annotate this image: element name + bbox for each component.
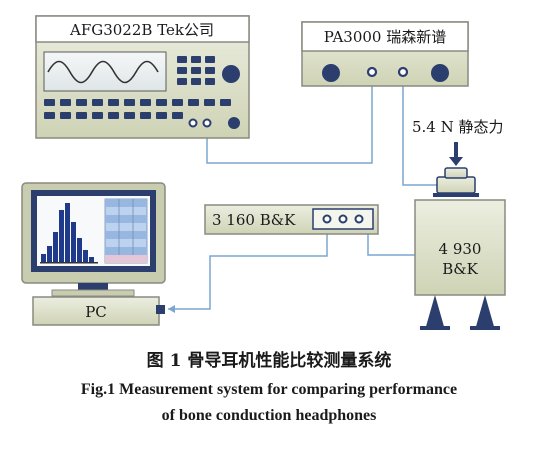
bk3160-device: 3 160 B&K xyxy=(204,204,379,235)
pa-device: PA3000 瑞森新谱 xyxy=(301,21,469,87)
bk4930-foot-right xyxy=(475,295,495,330)
afg-screen xyxy=(43,51,167,92)
shaker-transducer xyxy=(433,167,479,197)
afg-output-port-1 xyxy=(188,118,198,128)
afg-device: AFG3022B Tek公司 xyxy=(35,15,250,139)
histogram-icon xyxy=(40,203,98,264)
bk3160-port-3 xyxy=(354,214,364,224)
pa-label: PA3000 瑞森新谱 xyxy=(324,28,447,46)
pc-monitor xyxy=(21,182,166,297)
sine-wave-icon xyxy=(47,60,159,84)
afg-output-port-2 xyxy=(202,118,212,128)
afg-buttons xyxy=(44,99,231,119)
figure-caption-english-line2: of bone conduction headphones xyxy=(161,407,377,424)
bk4930-label-line2: B&K xyxy=(442,260,478,278)
afg-output-knob-icon xyxy=(228,117,240,129)
pa-knob-left-icon xyxy=(322,64,340,82)
pc-label: PC xyxy=(85,303,107,321)
data-table-icon xyxy=(104,198,148,264)
force-arrow-icon xyxy=(449,142,463,166)
cable-arrow-3160-to-pc xyxy=(168,305,175,313)
cable-afg-to-pa xyxy=(206,82,373,164)
bk3160-port-1 xyxy=(322,214,332,224)
cable-pa-to-shaker xyxy=(402,82,437,186)
afg-knob-icon xyxy=(222,65,240,83)
cable-4930-to-3160 xyxy=(367,232,415,256)
bk3160-label: 3 160 B&K xyxy=(212,211,296,229)
bk4930-label-line1: 4 930 xyxy=(439,240,482,258)
static-force-label: 5.4 N 静态力 xyxy=(412,118,504,136)
pc-case: PC xyxy=(32,296,165,326)
afg-label: AFG3022B Tek公司 xyxy=(69,21,214,39)
bk4930-device: 4 930 B&K xyxy=(414,199,506,330)
figure-caption-chinese: 图 1 骨导耳机性能比较测量系统 xyxy=(146,351,392,371)
bk3160-port-2 xyxy=(338,214,348,224)
bk4930-foot-left xyxy=(425,295,445,330)
pa-port-1 xyxy=(366,66,378,78)
cable-3160-to-pc xyxy=(168,232,328,310)
pa-knob-right-icon xyxy=(431,64,449,82)
afg-keypad xyxy=(177,56,215,85)
pa-port-2 xyxy=(397,66,409,78)
figure-caption-english-line1: Fig.1 Measurement system for comparing p… xyxy=(80,381,458,398)
